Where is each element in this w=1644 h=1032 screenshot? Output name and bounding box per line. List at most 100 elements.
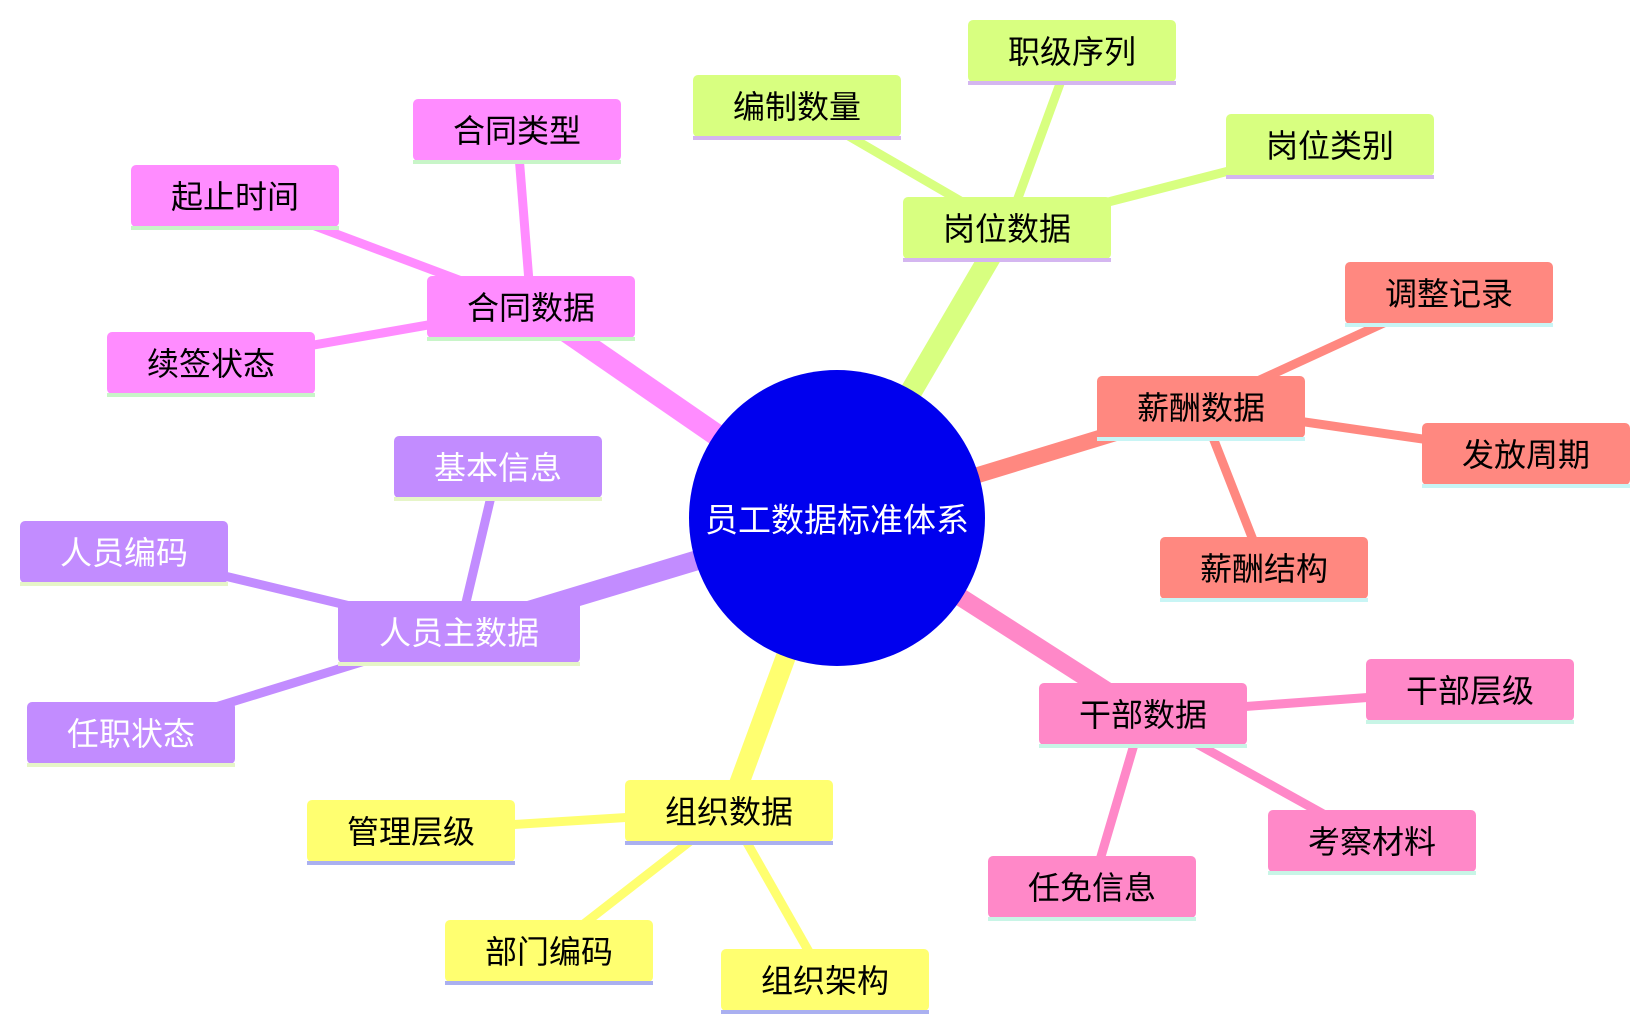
- leaf-node-6-3-box: [27, 702, 235, 764]
- leaf-node-4-1-label: 干部层级: [1406, 672, 1534, 710]
- leaf-node-4-1-box: [1366, 659, 1574, 721]
- leaf-node-2-1[interactable]: 编制数量: [693, 75, 901, 140]
- leaf-node-6-2-label: 人员编码: [60, 534, 188, 572]
- leaf-node-6-2-box: [20, 521, 228, 583]
- leaf-node-2-1-box: [693, 75, 901, 137]
- leaf-node-4-2-box: [1268, 810, 1476, 872]
- leaf-node-5-1[interactable]: 管理层级: [307, 800, 515, 865]
- leaf-node-1-1-underline: [413, 160, 621, 164]
- center-node[interactable]: 员工数据标准体系: [689, 370, 985, 666]
- leaf-node-2-2-underline: [968, 81, 1176, 85]
- branch-node-6-box: [338, 601, 580, 663]
- leaf-node-1-2-box: [131, 165, 339, 227]
- leaf-node-3-2-underline: [1422, 484, 1630, 488]
- leaf-node-3-2[interactable]: 发放周期: [1422, 423, 1630, 488]
- leaf-node-2-2-box: [968, 20, 1176, 82]
- leaf-node-5-2-underline: [445, 981, 653, 985]
- leaf-node-4-2[interactable]: 考察材料: [1268, 810, 1476, 875]
- leaf-node-1-3[interactable]: 续签状态: [107, 332, 315, 397]
- leaf-node-6-1-label: 基本信息: [434, 449, 562, 487]
- leaf-node-3-2-label: 发放周期: [1462, 436, 1590, 474]
- branch-node-3-underline: [1097, 437, 1305, 441]
- leaf-node-6-1-box: [394, 436, 602, 498]
- branch-node-2-underline: [903, 258, 1111, 262]
- center-label: 员工数据标准体系: [705, 501, 969, 540]
- leaf-node-5-3-underline: [721, 1010, 929, 1014]
- leaf-node-1-1-box: [413, 99, 621, 161]
- leaf-node-6-2[interactable]: 人员编码: [20, 521, 228, 586]
- branch-node-4-box: [1039, 683, 1247, 745]
- leaf-node-3-3-box: [1160, 537, 1368, 599]
- leaf-node-2-3[interactable]: 岗位类别: [1226, 114, 1434, 179]
- center-circle: [689, 370, 985, 666]
- leaf-node-1-3-box: [107, 332, 315, 394]
- leaf-node-3-1[interactable]: 调整记录: [1345, 262, 1553, 327]
- leaf-node-5-1-box: [307, 800, 515, 862]
- leaf-node-2-1-underline: [693, 136, 901, 140]
- leaf-node-5-1-label: 管理层级: [347, 813, 475, 851]
- leaf-node-4-2-label: 考察材料: [1308, 823, 1436, 861]
- leaf-node-4-1-underline: [1366, 720, 1574, 724]
- branch-node-2[interactable]: 岗位数据: [903, 197, 1111, 262]
- leaf-node-6-3-label: 任职状态: [67, 715, 195, 753]
- leaf-node-1-3-label: 续签状态: [147, 345, 275, 383]
- branch-node-4-label: 干部数据: [1079, 696, 1207, 734]
- leaf-node-3-1-label: 调整记录: [1385, 275, 1513, 313]
- leaf-node-1-2-label: 起止时间: [171, 178, 299, 216]
- leaf-node-1-1-label: 合同类型: [453, 112, 581, 150]
- leaf-node-4-1[interactable]: 干部层级: [1366, 659, 1574, 724]
- leaf-node-2-2-label: 职级序列: [1008, 33, 1136, 71]
- branch-node-4-underline: [1039, 744, 1247, 748]
- branch-node-1[interactable]: 合同数据: [427, 276, 635, 341]
- leaf-node-5-3[interactable]: 组织架构: [721, 949, 929, 1014]
- leaf-node-2-3-underline: [1226, 175, 1434, 179]
- branch-node-3-box: [1097, 376, 1305, 438]
- leaf-node-6-1[interactable]: 基本信息: [394, 436, 602, 501]
- branch-node-5-box: [625, 780, 833, 842]
- leaf-node-2-1-label: 编制数量: [733, 88, 861, 126]
- leaf-node-2-3-box: [1226, 114, 1434, 176]
- branch-node-1-box: [427, 276, 635, 338]
- branch-node-6-label: 人员主数据: [379, 614, 539, 652]
- branch-node-5-label: 组织数据: [665, 793, 793, 831]
- leaf-node-3-3-label: 薪酬结构: [1200, 550, 1328, 588]
- leaf-node-4-3-label: 任免信息: [1028, 869, 1156, 907]
- leaf-node-3-3[interactable]: 薪酬结构: [1160, 537, 1368, 602]
- leaf-node-4-3-box: [988, 856, 1196, 918]
- leaf-node-6-2-underline: [20, 582, 228, 586]
- leaf-node-4-2-underline: [1268, 871, 1476, 875]
- leaf-node-1-2[interactable]: 起止时间: [131, 165, 339, 230]
- leaf-node-5-3-label: 组织架构: [761, 962, 889, 1000]
- leaf-node-1-2-underline: [131, 226, 339, 230]
- branch-node-3[interactable]: 薪酬数据: [1097, 376, 1305, 441]
- branch-node-1-underline: [427, 337, 635, 341]
- branch-node-4[interactable]: 干部数据: [1039, 683, 1247, 748]
- leaf-node-3-1-underline: [1345, 323, 1553, 327]
- leaf-node-3-2-box: [1422, 423, 1630, 485]
- leaf-node-5-3-box: [721, 949, 929, 1011]
- branch-node-5[interactable]: 组织数据: [625, 780, 833, 845]
- leaf-node-6-3-underline: [27, 763, 235, 767]
- leaf-node-5-1-underline: [307, 861, 515, 865]
- branch-node-3-label: 薪酬数据: [1137, 389, 1265, 427]
- leaf-node-1-1[interactable]: 合同类型: [413, 99, 621, 164]
- leaf-node-4-3-underline: [988, 917, 1196, 921]
- branch-node-2-box: [903, 197, 1111, 259]
- leaf-node-6-1-underline: [394, 497, 602, 501]
- leaf-node-3-1-box: [1345, 262, 1553, 324]
- branch-node-5-underline: [625, 841, 833, 845]
- branch-node-6[interactable]: 人员主数据: [338, 601, 580, 666]
- branch-node-6-underline: [338, 662, 580, 666]
- leaf-node-3-3-underline: [1160, 598, 1368, 602]
- leaf-node-2-2[interactable]: 职级序列: [968, 20, 1176, 85]
- leaf-node-5-2-box: [445, 920, 653, 982]
- branch-node-1-label: 合同数据: [467, 289, 595, 327]
- leaf-node-4-3[interactable]: 任免信息: [988, 856, 1196, 921]
- leaf-node-6-3[interactable]: 任职状态: [27, 702, 235, 767]
- leaf-node-2-3-label: 岗位类别: [1266, 127, 1394, 165]
- leaf-node-5-2[interactable]: 部门编码: [445, 920, 653, 985]
- leaf-node-5-2-label: 部门编码: [485, 933, 613, 971]
- branch-node-2-label: 岗位数据: [943, 210, 1071, 248]
